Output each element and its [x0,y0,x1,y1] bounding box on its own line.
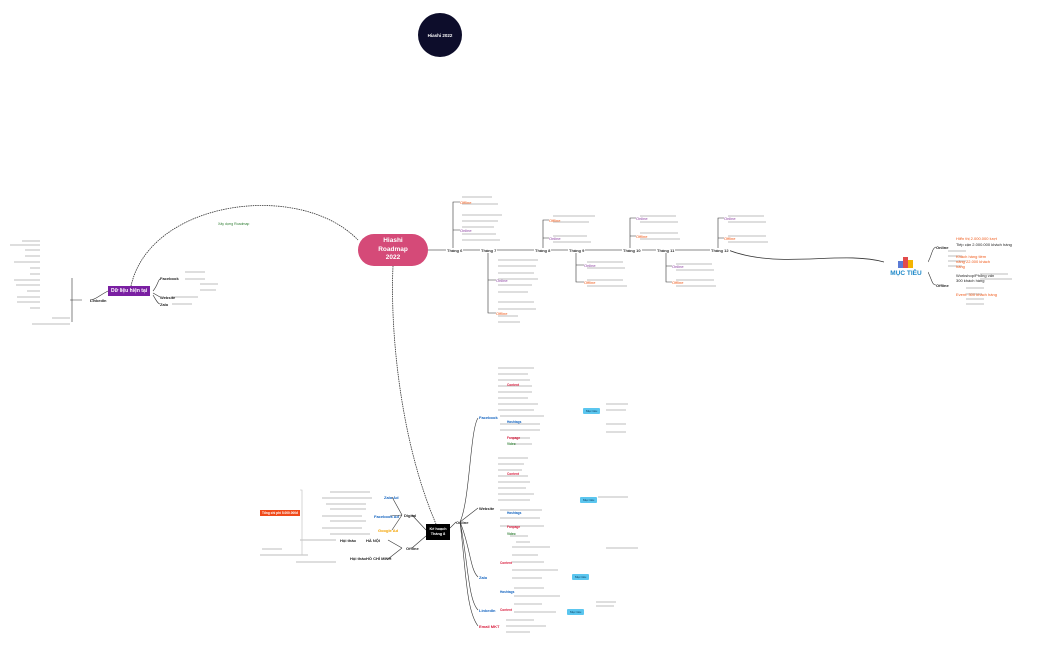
m9-offline[interactable]: Offline [584,280,596,285]
plan-digital[interactable]: Digital [404,513,417,518]
zalo-content[interactable]: Content [500,561,513,565]
plan-node[interactable]: Kế hoạch Tháng 8 [426,524,450,540]
plan-linkedin[interactable]: LinkedIn [479,608,496,613]
small-text-lines [10,196,1012,633]
m7-offline[interactable]: Offline [496,311,508,316]
m6-offline[interactable]: Offline [460,200,472,205]
hcm[interactable]: HỒ CHÍ MINH [366,556,392,561]
web-fanpage[interactable]: Fanpage [507,525,521,529]
zalo-ad[interactable]: Zalo Ad [384,495,399,500]
plan-online[interactable]: Online [456,520,469,525]
web-hashtags[interactable]: Hashtags [507,511,522,515]
linkedin-goal-tag[interactable]: Mục tiêu [567,609,585,615]
month-8[interactable]: Tháng 8 [534,248,552,253]
plan-website[interactable]: Website [479,506,495,511]
budget-label: Tổng chi phí 5.000.000đ [260,510,300,516]
month-6[interactable]: Tháng 6 [446,248,464,253]
m9-online[interactable]: Online [584,263,596,268]
goals-offline[interactable]: Offline [936,283,949,288]
plan-facebook[interactable]: Facebook [479,415,498,420]
goals-node[interactable]: MỤC TIÊU [884,250,928,284]
month-11[interactable]: Tháng 11 [656,248,676,253]
fb-video[interactable]: Video [507,442,516,446]
m7-online[interactable]: Online [496,278,508,283]
m6-online[interactable]: Online [460,228,472,233]
goals-online[interactable]: Online [936,245,949,250]
podium-icon [898,257,913,268]
m11-online[interactable]: Online [672,264,684,269]
current-website[interactable]: Website [160,295,176,300]
facebook-ad[interactable]: Facebook Ad [374,514,399,519]
web-video[interactable]: Video [507,532,516,536]
hanoi[interactable]: HÀ NỘI [366,538,380,543]
current-facebook[interactable]: Facebook [160,276,179,281]
m8-online[interactable]: Online [549,236,561,241]
current-data-node[interactable]: Dữ liệu hiện tại [108,286,151,296]
m11-offline[interactable]: Offline [672,280,684,285]
plan-zalo[interactable]: Zalo [479,575,488,580]
m12-online[interactable]: Online [724,216,736,221]
m10-offline[interactable]: Offline [636,234,648,239]
month-9[interactable]: Tháng 9 [568,248,586,253]
current-linkedin[interactable]: LinkedIn [90,298,107,303]
hiashi-2022-node[interactable]: Hiashi 2022 [418,13,462,57]
plan-offline[interactable]: Offline [406,546,419,551]
relationship-label: Xây dựng Roadmap [218,222,250,226]
hanoi-seminar[interactable]: Hội thảo [340,538,356,543]
goal-event[interactable]: Event: 300 khách hàng [956,292,997,297]
m8-offline[interactable]: Offline [549,218,561,223]
goal-impressions[interactable]: Hiển thị 2.000.000 lượt [956,236,997,241]
current-zalo[interactable]: Zalo [160,302,169,307]
zalo-goal-tag[interactable]: Mục tiêu [572,574,590,580]
goal-workshop[interactable]: Workshop/Phỏng vấn 300 khách hàng [956,273,995,283]
web-content[interactable]: Content [507,472,520,476]
web-goal-tag[interactable]: Mục tiêu [580,497,598,503]
fb-goal-tag[interactable]: Mục tiêu [583,408,601,414]
hcm-seminar[interactable]: Hội thảo [350,556,366,561]
zalo-hashtags[interactable]: Hashtags [500,590,515,594]
m10-online[interactable]: Online [636,216,648,221]
linkedin-content[interactable]: Content [500,608,513,612]
month-10[interactable]: Tháng 10 [622,248,642,253]
month-7[interactable]: Tháng 7 [480,248,498,253]
goal-reach[interactable]: Tiếp cận 2.000.000 khách hàng [956,242,1012,247]
fb-fanpage[interactable]: Fanpage [507,436,521,440]
month-12[interactable]: Tháng 12 [710,248,730,253]
goals-title: MỤC TIÊU [890,270,922,277]
goal-leads[interactable]: Khách hàng tiềm năng 22.000 khách hàng [956,254,991,269]
plan-email[interactable]: Email MKT [479,624,500,629]
m12-offline[interactable]: Offline [724,236,736,241]
google-ad[interactable]: Google Ad [378,528,399,533]
fb-content[interactable]: Content [507,383,520,387]
fb-hashtags[interactable]: Hashtags [507,420,522,424]
central-topic[interactable]: Hiashi Roadmap 2022 [358,234,428,266]
